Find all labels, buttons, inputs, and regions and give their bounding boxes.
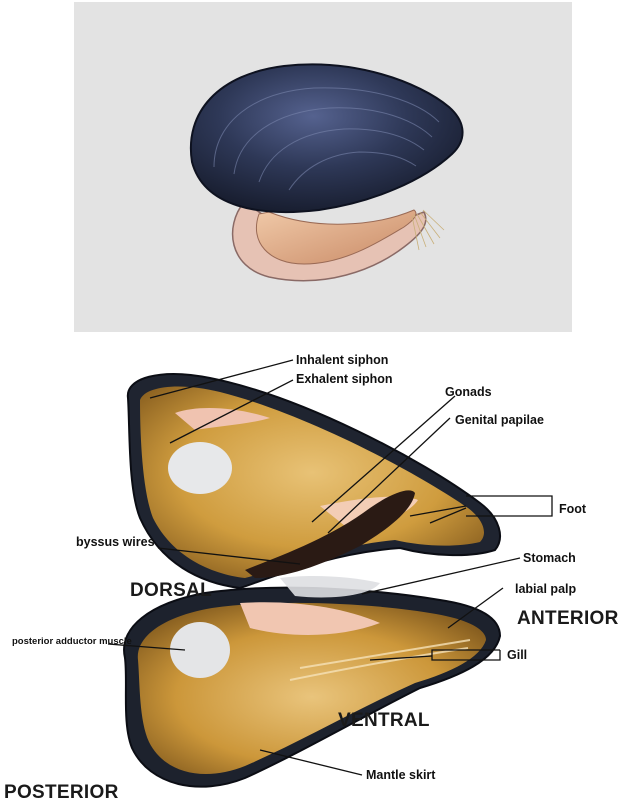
mussel-illustration-panel bbox=[74, 2, 572, 332]
label-labial-palp: labial palp bbox=[515, 582, 576, 596]
label-genital-papilae: Genital papilae bbox=[455, 413, 544, 427]
label-anterior: ANTERIOR bbox=[517, 608, 619, 629]
label-dorsal: DORSAL bbox=[130, 580, 212, 601]
dissected-mussel-panel: Inhalent siphon Exhalent siphon Gonads G… bbox=[0, 338, 632, 799]
label-foot: Foot bbox=[559, 502, 587, 516]
label-gill: Gill bbox=[507, 648, 527, 662]
label-mantle-skirt: Mantle skirt bbox=[366, 768, 436, 782]
label-posterior: POSTERIOR bbox=[4, 782, 119, 799]
dissected-mussel-diagram: Inhalent siphon Exhalent siphon Gonads G… bbox=[0, 338, 632, 799]
label-posterior-adductor-muscle: posterior adductor muscle bbox=[12, 636, 132, 647]
upper-adductor-region bbox=[168, 442, 232, 494]
label-byssus-wires: byssus wires bbox=[76, 535, 155, 549]
label-gonads: Gonads bbox=[445, 385, 492, 399]
label-ventral: VENTRAL bbox=[338, 710, 430, 731]
label-exhalent-siphon: Exhalent siphon bbox=[296, 372, 393, 386]
mussel-shell bbox=[191, 64, 463, 212]
label-inhalent-siphon: Inhalent siphon bbox=[296, 353, 388, 367]
mussel-illustration bbox=[74, 2, 572, 332]
label-stomach: Stomach bbox=[523, 551, 576, 565]
